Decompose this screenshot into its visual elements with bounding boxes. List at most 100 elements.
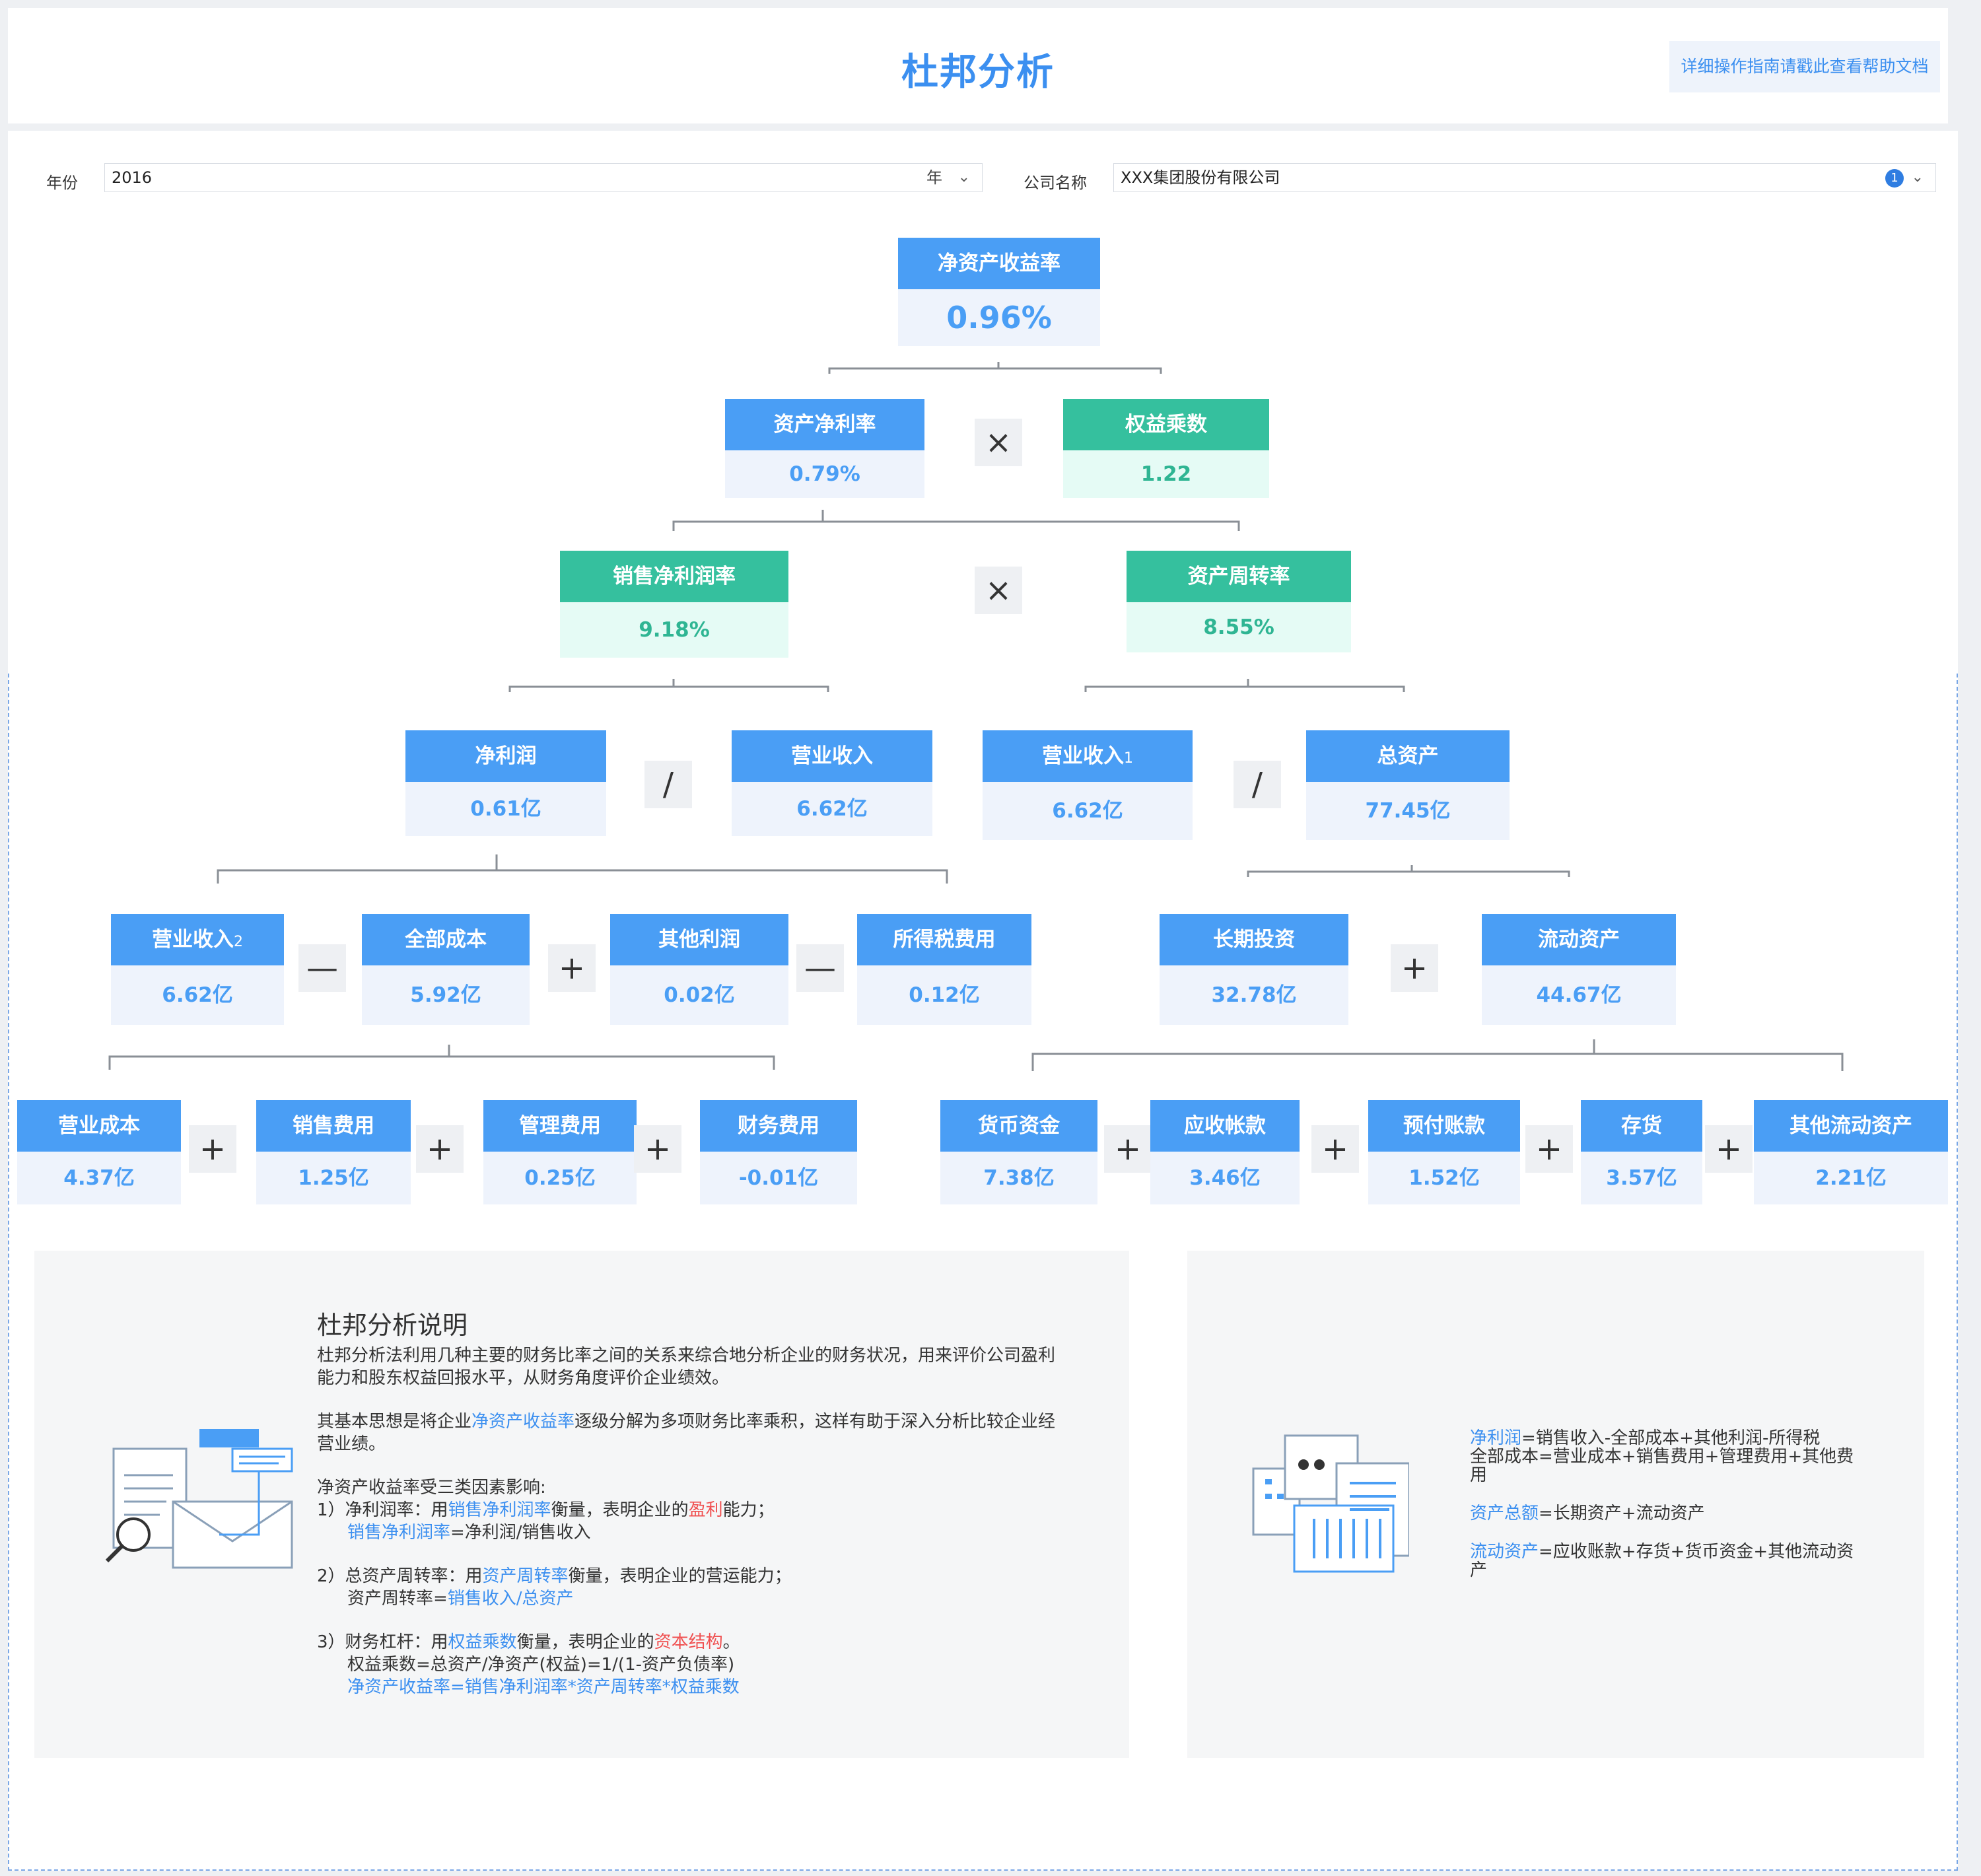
- chevron-down-icon[interactable]: ⌄: [957, 169, 970, 186]
- node-value: 1.22: [1063, 450, 1269, 498]
- explain-p3: 净资产收益率受三类因素影响:: [317, 1478, 546, 1498]
- company-value: XXX集团股份有限公司: [1121, 168, 1280, 187]
- node-value: 8.55%: [1127, 602, 1351, 652]
- plus-operator: +: [416, 1125, 464, 1173]
- node-inventory[interactable]: 存货 3.57亿: [1581, 1100, 1702, 1204]
- divide-operator: ∕: [644, 761, 692, 808]
- node-value: -0.01亿: [700, 1152, 857, 1204]
- node-long-term-investment[interactable]: 长期投资 32.78亿: [1160, 914, 1348, 1025]
- node-value: 1.52亿: [1368, 1152, 1520, 1204]
- explain-p2: 其基本思想是将企业净资产收益率逐级分解为多项财务比率乘积，这样有助于深入分析比较…: [317, 1412, 1056, 1454]
- explain-item-2: 2）总资产周转率：用资产周转率衡量，表明企业的营运能力；: [317, 1566, 792, 1586]
- explain-item-1-formula: 销售净利润率=净利润/销售收入: [347, 1523, 591, 1543]
- explain-item-2-formula: 资产周转率=销售收入/总资产: [347, 1589, 574, 1609]
- explain-body: 杜邦分析法利用几种主要的财务比率之间的关系来综合地分析企业的财务状况，用来评价公…: [317, 1344, 1070, 1698]
- node-total-cost[interactable]: 全部成本 5.92亿: [362, 914, 530, 1025]
- explain-item-3: 3）财务杠杆：用权益乘数衡量，表明企业的资本结构。: [317, 1632, 740, 1652]
- explain-title: 杜邦分析说明: [317, 1311, 468, 1340]
- plus-operator: +: [548, 944, 596, 992]
- explain-item-3-formula: 权益乘数=总资产/净资产(权益)=1/(1-资产负债率): [347, 1655, 735, 1675]
- node-revenue-2[interactable]: 营业收入2 6.62亿: [111, 914, 284, 1025]
- company-select[interactable]: XXX集团股份有限公司 1 ⌄: [1113, 163, 1936, 192]
- node-label: 营业收入1: [983, 730, 1193, 782]
- divide-operator: ∕: [1234, 761, 1281, 808]
- dashed-region: [8, 674, 1958, 1871]
- node-roa[interactable]: 资产净利率 0.79%: [725, 399, 924, 498]
- node-value: 6.62亿: [732, 782, 932, 836]
- minus-operator: —: [796, 944, 844, 992]
- node-net-profit[interactable]: 净利润 0.61亿: [405, 730, 606, 836]
- formula-total-cost: 全部成本=营业成本+销售费用+管理费用+其他费用: [1470, 1447, 1854, 1485]
- node-prepayments[interactable]: 预付账款 1.52亿: [1368, 1100, 1520, 1204]
- node-other-profit[interactable]: 其他利润 0.02亿: [610, 914, 788, 1025]
- node-label: 存货: [1581, 1100, 1702, 1152]
- node-equity-multiplier[interactable]: 权益乘数 1.22: [1063, 399, 1269, 498]
- node-label: 净利润: [405, 730, 606, 782]
- header-bar: 杜邦分析 详细操作指南请戳此查看帮助文档: [8, 8, 1948, 123]
- tree-connectors: [108, 362, 1844, 1071]
- node-value: 44.67亿: [1482, 965, 1676, 1025]
- node-label: 营业成本: [17, 1100, 181, 1152]
- plus-operator: +: [189, 1125, 236, 1173]
- node-label: 全部成本: [362, 914, 530, 965]
- node-label: 其他利润: [610, 914, 788, 965]
- node-value: 1.25亿: [256, 1152, 411, 1204]
- node-label: 资产净利率: [725, 399, 924, 450]
- node-cash[interactable]: 货币资金 7.38亿: [940, 1100, 1097, 1204]
- explain-roe-formula: 净资产收益率=销售净利润率*资产周转率*权益乘数: [347, 1677, 740, 1697]
- node-label: 应收帐款: [1150, 1100, 1300, 1152]
- formula-total-assets: 资产总额=长期资产+流动资产: [1470, 1504, 1705, 1523]
- explain-p1: 杜邦分析法利用几种主要的财务比率之间的关系来综合地分析企业的财务状况，用来评价公…: [317, 1346, 1056, 1388]
- node-roe[interactable]: 净资产收益率 0.96%: [898, 238, 1100, 346]
- node-current-assets[interactable]: 流动资产 44.67亿: [1482, 914, 1676, 1025]
- node-value: 7.38亿: [940, 1152, 1097, 1204]
- node-value: 4.37亿: [17, 1152, 181, 1204]
- node-label: 资产周转率: [1127, 551, 1351, 602]
- node-revenue-1[interactable]: 营业收入1 6.62亿: [983, 730, 1193, 840]
- explain-panel: 杜邦分析说明 杜邦分析法利用几种主要的财务比率之间的关系来综合地分析企业的财务状…: [34, 1251, 1129, 1758]
- node-label: 净资产收益率: [898, 238, 1100, 289]
- node-value: 3.46亿: [1150, 1152, 1300, 1204]
- explain-item-1: 1）净利润率：用销售净利润率衡量，表明企业的盈利能力；: [317, 1500, 775, 1520]
- node-value: 0.12亿: [857, 965, 1031, 1025]
- node-label: 总资产: [1306, 730, 1510, 782]
- node-label: 所得税费用: [857, 914, 1031, 965]
- node-label: 货币资金: [940, 1100, 1097, 1152]
- node-label: 其他流动资产: [1754, 1100, 1948, 1152]
- times-operator: ×: [975, 567, 1022, 614]
- node-asset-turnover[interactable]: 资产周转率 8.55%: [1127, 551, 1351, 652]
- node-value: 0.25亿: [483, 1152, 637, 1204]
- node-value: 9.18%: [560, 602, 788, 658]
- node-value: 0.02亿: [610, 965, 788, 1025]
- node-admin-expense[interactable]: 管理费用 0.25亿: [483, 1100, 637, 1204]
- node-value: 5.92亿: [362, 965, 530, 1025]
- year-select[interactable]: 2016 年 ⌄: [104, 163, 983, 192]
- node-value: 3.57亿: [1581, 1152, 1702, 1204]
- node-income-tax[interactable]: 所得税费用 0.12亿: [857, 914, 1031, 1025]
- node-financial-expense[interactable]: 财务费用 -0.01亿: [700, 1100, 857, 1204]
- selected-count-badge: 1: [1885, 169, 1904, 188]
- node-label: 营业收入2: [111, 914, 284, 965]
- node-value: 32.78亿: [1160, 965, 1348, 1025]
- node-selling-expense[interactable]: 销售费用 1.25亿: [256, 1100, 411, 1204]
- node-operating-cost[interactable]: 营业成本 4.37亿: [17, 1100, 181, 1204]
- node-label: 权益乘数: [1063, 399, 1269, 450]
- minus-operator: —: [298, 944, 346, 992]
- dashboard-illustration-icon: [1252, 1434, 1409, 1573]
- help-doc-button[interactable]: 详细操作指南请戳此查看帮助文档: [1669, 41, 1940, 92]
- company-label: 公司名称: [1024, 174, 1087, 192]
- node-label: 管理费用: [483, 1100, 637, 1152]
- formula-current-assets: 流动资产=应收账款+存货+货币资金+其他流动资产: [1470, 1542, 1854, 1580]
- year-label: 年份: [46, 174, 78, 192]
- node-value: 0.79%: [725, 450, 924, 498]
- node-accounts-receivable[interactable]: 应收帐款 3.46亿: [1150, 1100, 1300, 1204]
- node-other-current-assets[interactable]: 其他流动资产 2.21亿: [1754, 1100, 1948, 1204]
- node-revenue[interactable]: 营业收入 6.62亿: [732, 730, 932, 836]
- plus-operator: +: [1705, 1125, 1753, 1173]
- node-total-assets[interactable]: 总资产 77.45亿: [1306, 730, 1510, 840]
- chevron-down-icon[interactable]: ⌄: [1911, 169, 1924, 186]
- node-label: 营业收入: [732, 730, 932, 782]
- plus-operator: +: [1391, 944, 1438, 992]
- node-net-profit-margin[interactable]: 销售净利润率 9.18%: [560, 551, 788, 658]
- node-label: 销售费用: [256, 1100, 411, 1152]
